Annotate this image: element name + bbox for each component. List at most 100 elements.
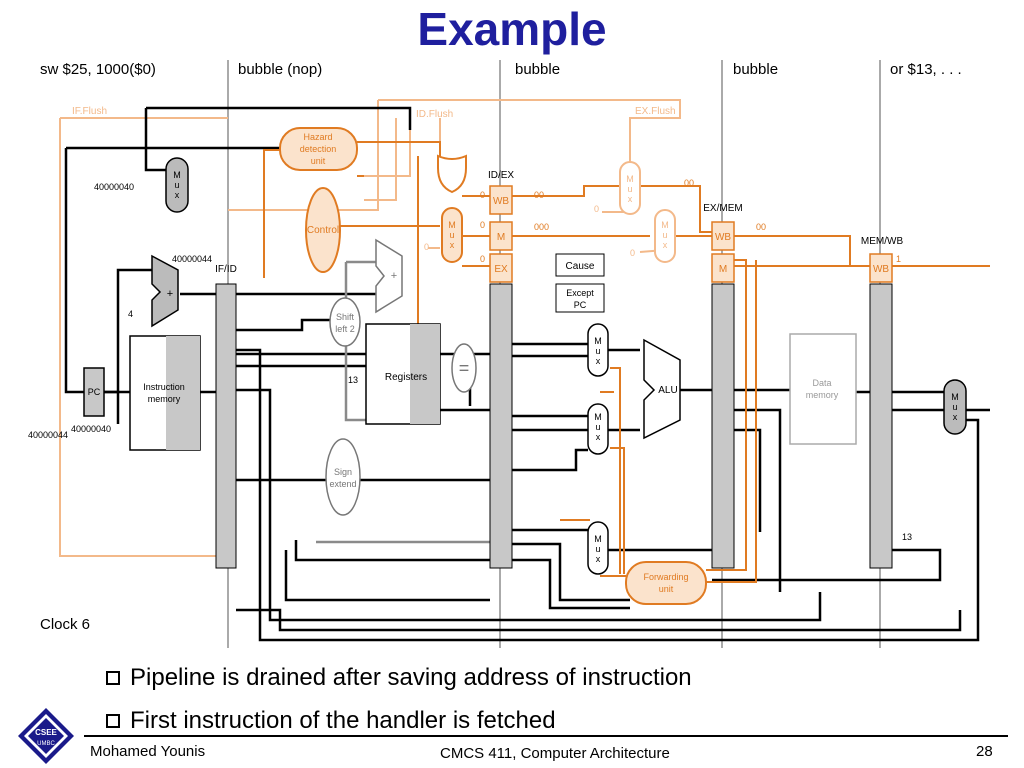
writeback-mux xyxy=(943,379,967,435)
stage-label-5: or $13, . . . xyxy=(890,61,962,78)
control-mux xyxy=(441,207,463,263)
bullet-item: Pipeline is drained after saving address… xyxy=(106,656,692,699)
svg-text:0: 0 xyxy=(594,204,599,214)
forward-b-mux xyxy=(587,403,609,455)
stage-label-3: bubble xyxy=(515,61,561,78)
ex-flush-mux-2 xyxy=(654,209,676,263)
field-labels: WB M EX WB M WB xyxy=(493,196,889,275)
pc-mux-input-value: 40000040 xyxy=(94,182,134,192)
svg-text:CSEE: CSEE xyxy=(35,728,57,737)
datapath-wires xyxy=(64,106,990,642)
svg-text:ALU: ALU xyxy=(658,385,677,396)
bullet-text: First instruction of the handler is fetc… xyxy=(130,706,556,734)
data-memory xyxy=(789,333,857,445)
flush-label-ex: EX.Flush xyxy=(635,106,676,117)
ex-mem-m-label: M xyxy=(719,264,727,275)
id-ex-m-label: M xyxy=(497,232,505,243)
svg-text:0: 0 xyxy=(424,242,429,252)
svg-text:0: 0 xyxy=(630,248,635,258)
ex-mem-register xyxy=(711,283,735,569)
ex-flush-mux-1 xyxy=(619,161,641,215)
svg-text:Mux: Mux xyxy=(594,412,602,442)
footer-divider xyxy=(84,735,1008,737)
pipeline-registers xyxy=(215,185,893,569)
idex-wb-value: 00 xyxy=(534,190,544,200)
sign-extend xyxy=(325,438,361,516)
id-ex-register xyxy=(489,283,513,569)
mem-wb-register xyxy=(869,283,893,569)
alu xyxy=(643,338,681,440)
control-unit xyxy=(305,187,341,273)
ex-mem-label: EX/MEM xyxy=(703,203,742,214)
svg-text:+: + xyxy=(391,270,397,282)
id-ex-wb-label: WB xyxy=(493,196,509,207)
flush-labels: IF.Flush ID.Flush EX.Flush xyxy=(72,106,676,120)
pc-adder xyxy=(151,254,179,328)
or-gate xyxy=(437,154,467,194)
svg-text:Registers: Registers xyxy=(385,372,427,383)
idex-m-value: 000 xyxy=(534,222,549,232)
checkbox-bullet-icon xyxy=(106,713,120,728)
svg-text:00: 00 xyxy=(756,222,766,232)
svg-text:Mux: Mux xyxy=(594,336,602,366)
ex-mem-wb-label: WB xyxy=(715,232,731,243)
control-label: Control xyxy=(307,225,339,236)
cause-register xyxy=(555,253,605,277)
control-wires xyxy=(263,141,990,583)
svg-text:0: 0 xyxy=(480,220,485,230)
bullet-text: Pipeline is drained after saving address… xyxy=(130,663,692,691)
checkbox-bullet-icon xyxy=(106,670,120,685)
forwarding-unit xyxy=(625,561,707,605)
bullet-list: Pipeline is drained after saving address… xyxy=(106,656,692,742)
im-address-value: 40000040 xyxy=(71,424,111,434)
svg-text:Mux: Mux xyxy=(626,174,634,204)
id-ex-label: ID/EX xyxy=(488,170,514,181)
svg-text:Mux: Mux xyxy=(173,170,181,200)
svg-text:0: 0 xyxy=(480,254,485,264)
mem-wb-label: MEM/WB xyxy=(861,236,904,247)
if-id-register xyxy=(215,283,237,569)
register-labels: IF/ID ID/EX EX/MEM MEM/WB xyxy=(215,170,903,275)
flush-label-if: IF.Flush xyxy=(72,106,107,117)
forward-a-mux xyxy=(587,323,609,377)
footer-author: Mohamed Younis xyxy=(90,743,206,760)
regdst-mux xyxy=(587,521,609,575)
svg-text:UMBC: UMBC xyxy=(37,741,55,747)
branch-adder xyxy=(375,238,403,314)
gray-wires xyxy=(316,260,490,544)
svg-text:Mux: Mux xyxy=(951,392,959,422)
value-annotations: 40000040 40000044 40000044 40000040 4 13… xyxy=(28,182,912,542)
bullet-item: First instruction of the handler is fetc… xyxy=(106,699,692,742)
svg-text:=: = xyxy=(459,358,470,378)
adder-output-value: 40000044 xyxy=(172,254,212,264)
csee-umbc-logo: CSEE UMBC xyxy=(18,708,74,764)
four-value: 4 xyxy=(128,309,133,319)
svg-text:PC: PC xyxy=(88,387,101,397)
stage-label-4: bubble xyxy=(733,61,779,78)
mem-wb-wb-label: WB xyxy=(873,264,889,275)
footer-course: CMCS 411, Computer Architecture xyxy=(440,745,670,762)
pc-register xyxy=(83,367,105,417)
shift-left-2 xyxy=(329,297,361,347)
svg-text:Mux: Mux xyxy=(594,534,602,564)
flush-label-id: ID.Flush xyxy=(416,109,453,120)
memwb-wb-value: 1 xyxy=(896,254,901,264)
slide-title: Example xyxy=(417,3,607,55)
exmem-wb-value: 00 xyxy=(684,178,694,188)
if-id-label: IF/ID xyxy=(215,264,237,275)
memwb-reg-value: 13 xyxy=(902,532,912,542)
page-number: 28 xyxy=(976,743,993,760)
clock-label: Clock 6 xyxy=(40,616,91,633)
svg-text:0: 0 xyxy=(480,190,485,200)
stage-label-1: sw $25, 1000($0) xyxy=(40,61,156,78)
svg-text:Cause: Cause xyxy=(566,261,595,272)
reg13-value: 13 xyxy=(348,375,358,385)
